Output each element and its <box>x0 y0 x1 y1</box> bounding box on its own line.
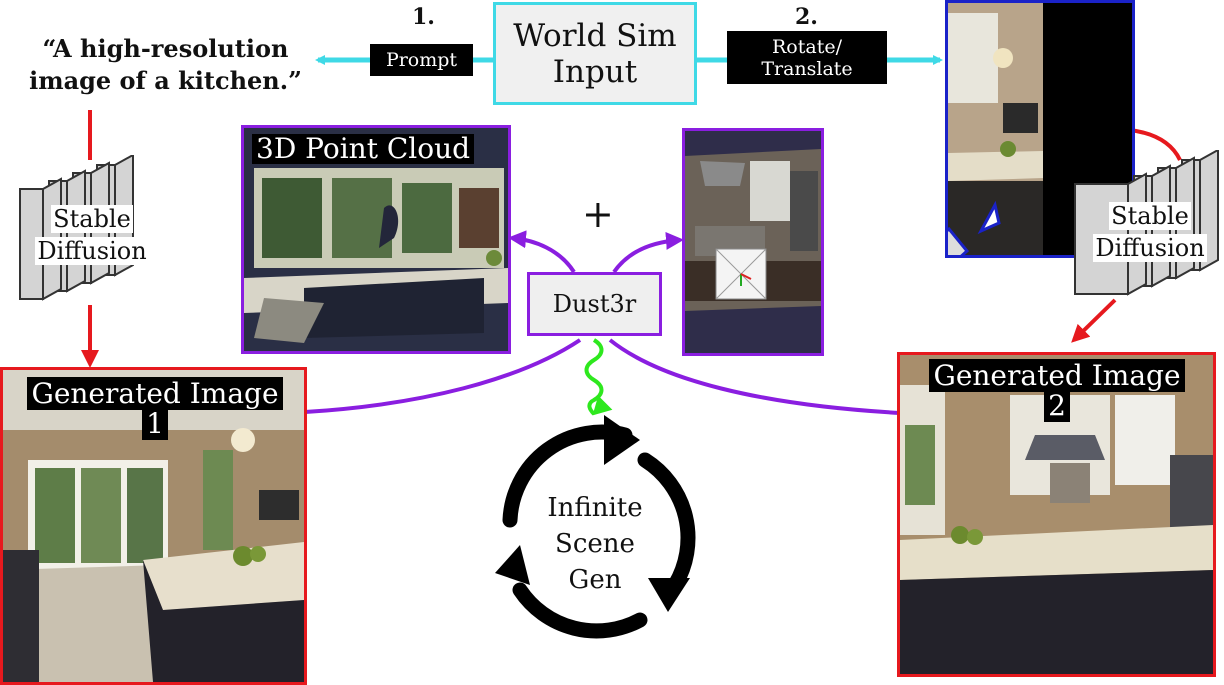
world-sim-line2: Input <box>552 53 638 90</box>
cycle-line1: Infinite <box>547 493 643 523</box>
prompt-quote: “A high-resolution image of a kitchen.” <box>18 33 313 97</box>
prompt-quote-line1: “A high-resolution <box>42 34 289 63</box>
generated-image-1-number: 1 <box>142 407 168 440</box>
step-two-number: 2. <box>795 4 818 30</box>
generated-image-2 <box>900 355 1213 674</box>
generated-image-2-number: 2 <box>1044 389 1070 422</box>
point-cloud-label: 3D Point Cloud <box>252 134 475 164</box>
sd-right-line2: Diffusion <box>1093 234 1207 262</box>
sd-to-gen2-arrow <box>1071 298 1117 343</box>
point-cloud-panel: 3D Point Cloud <box>241 125 511 354</box>
dust3r-to-pointcloud-arrow <box>508 230 576 274</box>
rotate-label: Rotate/ <box>772 35 842 58</box>
generated-image-2-title: Generated Image <box>929 359 1185 392</box>
rotate-translate-tag: Rotate/ Translate <box>727 31 887 84</box>
cycle-line2: Scene <box>555 529 635 559</box>
cycle-arrow-top <box>502 424 633 528</box>
cycle-arrow-bottom <box>512 582 648 639</box>
world-sim-input-box: World Sim Input <box>493 2 697 105</box>
step-one-number: 1. <box>412 4 435 30</box>
dust3r-label: Dust3r <box>552 290 637 318</box>
stable-diffusion-label-right: Stable Diffusion <box>1080 200 1220 264</box>
cycle-arrowhead-left <box>495 545 530 585</box>
camera-frustum-icon <box>948 200 1001 255</box>
generated-image-2-caption: Generated Image 2 <box>917 359 1197 422</box>
generated-image-1 <box>3 370 304 682</box>
sd-right-line1: Stable <box>1109 202 1191 230</box>
stable-diffusion-label-left: Stable Diffusion <box>12 203 172 267</box>
plus-sign: + <box>582 192 614 236</box>
gen1-to-dust3r-curve <box>304 338 582 414</box>
dust3r-box: Dust3r <box>527 272 662 336</box>
gen2-to-dust3r-curve <box>608 338 901 415</box>
world-sim-line1: World Sim <box>513 17 677 54</box>
infinite-scene-gen-label: Infinite Scene Gen <box>520 490 670 598</box>
dust3r-to-cycle-squiggle <box>584 338 613 416</box>
cycle-arrowhead-right <box>648 578 690 612</box>
generated-image-2-panel: Generated Image 2 <box>897 352 1216 677</box>
view-to-sd-line <box>1129 128 1182 161</box>
sd-left-line2: Diffusion <box>35 237 149 265</box>
point-cloud-image <box>244 128 508 351</box>
generated-image-1-title: Generated Image <box>27 377 283 410</box>
generated-image-1-caption: Generated Image 1 <box>15 377 295 440</box>
prompt-tag-label: Prompt <box>385 49 458 71</box>
prompt-tag: Prompt <box>370 44 473 76</box>
rotated-view-panel <box>945 0 1135 258</box>
cycle-arrow-right <box>637 452 696 593</box>
prompt-quote-line2: image of a kitchen.” <box>29 66 302 95</box>
cycle-arrowhead-top <box>604 415 640 465</box>
dust3r-to-camera-arrow <box>612 231 684 274</box>
generated-image-1-panel: Generated Image 1 <box>0 367 307 685</box>
cycle-line3: Gen <box>568 565 622 595</box>
translate-label: Translate <box>761 57 853 80</box>
camera-pose-panel <box>682 128 824 356</box>
camera-pose-image <box>685 131 821 353</box>
sd-left-line1: Stable <box>51 205 133 233</box>
